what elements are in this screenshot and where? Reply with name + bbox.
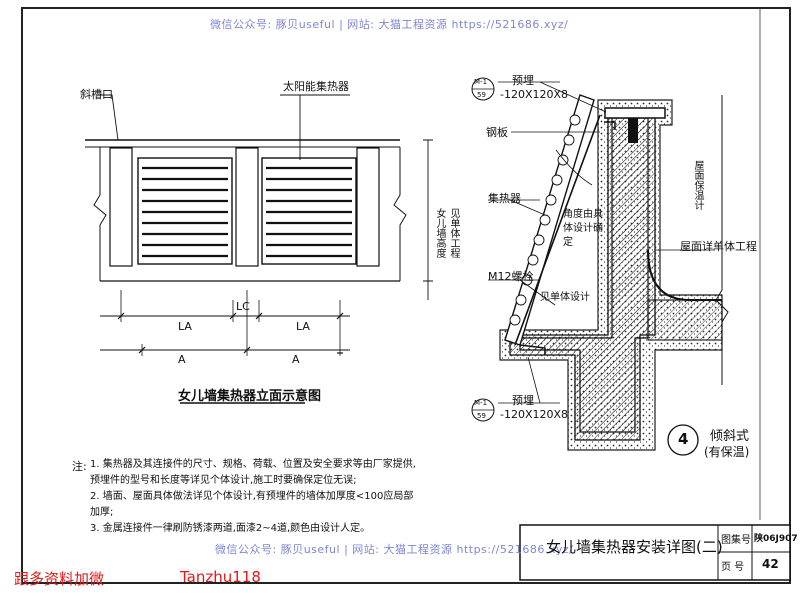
title-block-frame [519,524,791,581]
dim-la-left: LA [178,320,192,333]
tag-bottom-number: M-1 [474,399,488,407]
tag-top-number: M-1 [474,78,488,86]
tag-bottom-page: 59 [477,412,486,420]
see-unit-project-note: 见单体工程 [448,208,459,258]
title-block-title: 女儿墙集热器安装详图(二) [546,538,723,556]
note-line: 加厚; [90,507,114,518]
bolt-label: M12螺栓 [488,270,534,283]
watermark-top: 微信公众号: 豚贝useful | 网站: 大猫工程资源 https://521… [210,18,569,31]
steel-plate-label: 钢板 [486,126,508,139]
atlas-label: 图集号 [721,535,751,546]
page-value: 42 [762,557,779,571]
atlas-value: 陕06J907 [754,534,798,544]
sheet-border [21,7,791,584]
footer-red-right: Tanzhu118 [180,568,261,586]
embed-top-label: 预埋 [512,74,534,87]
embed-top-size: -120X120X8 [500,88,569,101]
collector-label: 集热器 [488,192,521,205]
detail-number: 4 [678,430,689,448]
note-line: 1. 集热器及其连接件的尺寸、规格、荷载、位置及安全要求等由厂家提供, [90,459,416,470]
note-line: 3. 金属连接件一律刷防锈漆两道,面漆2~4道,颜色由设计人定。 [90,523,371,534]
dim-la-right: LA [296,320,310,333]
embed-bottom-label: 预埋 [512,394,534,407]
roof-reference-label: 屋面详单体工程 [680,240,757,253]
detail-sub: (有保温) [704,445,750,459]
dim-a-right: A [292,353,300,366]
dim-a-left: A [178,353,186,366]
roof-insulation-label: 屋面保温计 [692,160,703,210]
section-detail-drawing [471,77,729,456]
note-line: 2. 墙面、屋面具体做法详见个体设计,有预埋件的墙体加厚度<100应局部 [90,491,414,502]
page-label: 页 号 [721,562,745,573]
dim-lc: LC [236,300,250,313]
note-line: 预埋件的型号和长度等详见个体设计,施工时要确保定位无误; [90,475,357,486]
notes-prefix: 注: [72,460,87,473]
detail-type: 倾斜式 [710,429,750,444]
elevation-caption: 女儿墙集热器立面示意图 [178,389,322,404]
parapet-height-note: 女儿墙高度 [434,208,445,258]
solar-collector-label: 太阳能集热器 [283,80,349,93]
footer-red-left: 跟多资料加微 [14,570,105,588]
angle-note: 角度由具体设计确定 [563,209,603,248]
parapet-opening-label: 斜槽口 [80,88,113,101]
tag-top-page: 59 [477,91,486,99]
embed-bottom-size: -120X120X8 [500,408,569,421]
watermark-bottom: 微信公众号: 豚贝useful | 网站: 大猫工程资源 https://521… [215,543,574,556]
thickness-note: 见单体设计 [540,292,590,303]
elevation-drawing [85,94,433,404]
